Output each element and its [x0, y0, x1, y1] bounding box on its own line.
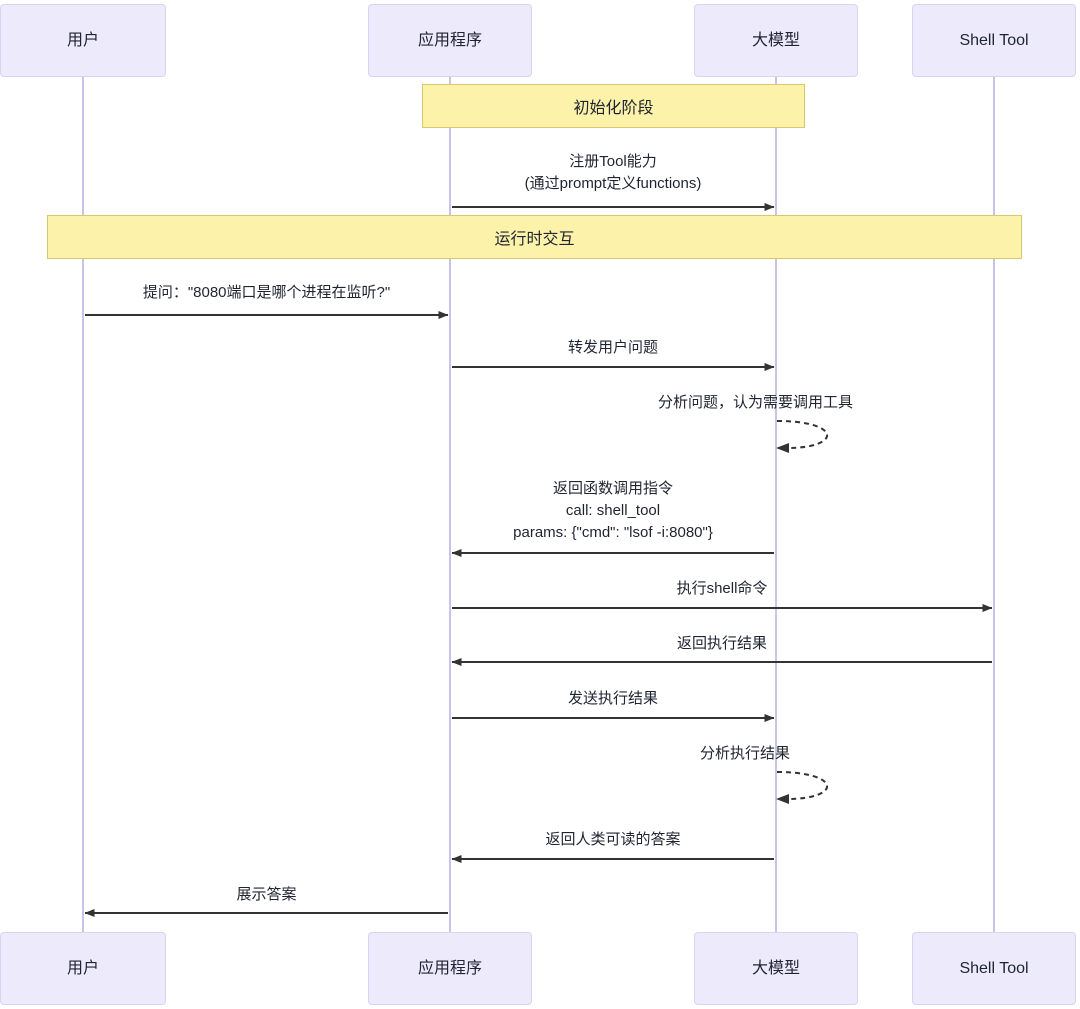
actor-header-app[interactable]: 应用程序 [368, 4, 532, 77]
msg-analyze-question-path [776, 420, 829, 449]
actor-header-user[interactable]: 用户 [0, 4, 166, 77]
actor-label: Shell Tool [959, 31, 1029, 49]
phase-init[interactable]: 初始化阶段 [422, 84, 805, 128]
actor-label: 用户 [66, 959, 99, 977]
actor-label: 大模型 [751, 31, 800, 49]
actor-header-shell[interactable]: Shell Tool [912, 4, 1076, 77]
actor-label: Shell Tool [959, 959, 1029, 977]
actor-footer-user[interactable]: 用户 [0, 932, 166, 1005]
actor-label: 用户 [66, 31, 99, 49]
actor-header-llm[interactable]: 大模型 [694, 4, 858, 77]
phase-label: 运行时交互 [494, 231, 575, 248]
actor-footer-shell[interactable]: Shell Tool [912, 932, 1076, 1005]
actor-footer-app[interactable]: 应用程序 [368, 932, 532, 1005]
phase-runtime[interactable]: 运行时交互 [47, 215, 1022, 259]
actor-label: 应用程序 [417, 31, 482, 49]
actor-label: 应用程序 [417, 959, 482, 977]
msg-analyze-question-arrowhead [776, 443, 789, 453]
msg-analyze-result-path [776, 771, 829, 800]
actor-footer-llm[interactable]: 大模型 [694, 932, 858, 1005]
msg-analyze-result-arrowhead [776, 794, 789, 804]
actor-label: 大模型 [751, 959, 800, 977]
phase-label: 初始化阶段 [573, 100, 654, 117]
